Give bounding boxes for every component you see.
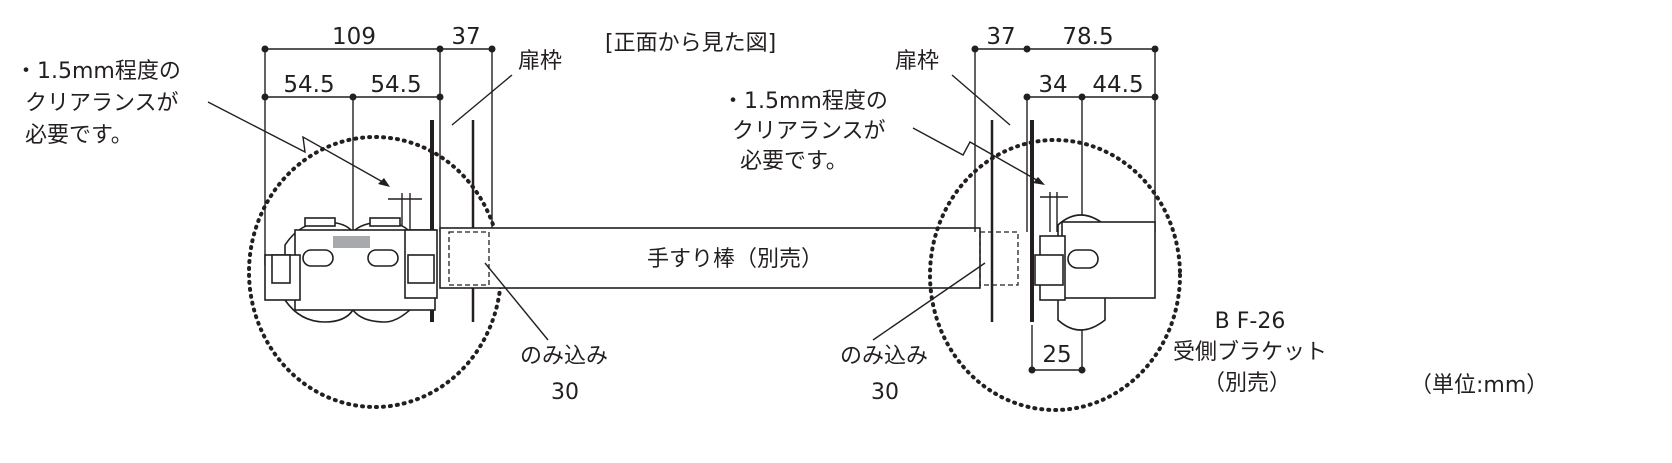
svg-text:30: 30 — [551, 380, 579, 405]
svg-text:クリアランスが: クリアランスが — [25, 91, 179, 116]
dim-109: 109 — [332, 24, 376, 50]
dim-37-left: 37 — [451, 24, 480, 50]
dim-37-right: 37 — [986, 24, 1015, 50]
svg-text:30: 30 — [871, 380, 899, 405]
dim-78-5: 78.5 — [1062, 24, 1113, 50]
dim-25: 25 — [1042, 342, 1071, 368]
right-detail-circle — [928, 138, 1182, 412]
right-bracket — [1034, 214, 1156, 331]
svg-text:B F-26: B F-26 — [1215, 309, 1286, 334]
dim-34: 34 — [1038, 72, 1067, 98]
dim-54-5-a: 54.5 — [283, 72, 334, 98]
left-insertion: のみ込み 30 — [484, 262, 608, 405]
bracket-model-label: B F-26 受側ブラケット （別売） — [1173, 309, 1327, 396]
svg-text:・1.5mm程度の: ・1.5mm程度の — [15, 59, 181, 84]
svg-text:受側ブラケット: 受側ブラケット — [1173, 340, 1327, 365]
svg-text:・1.5mm程度の: ・1.5mm程度の — [722, 89, 888, 114]
handrail-bar: 手すり棒（別売） — [439, 227, 1019, 289]
left-frame-label: 扉枠 — [518, 49, 562, 74]
svg-text:のみ込み: のみ込み — [520, 344, 608, 369]
diagram-title: [正面から見た図] — [605, 31, 776, 56]
right-door-frame: 扉枠 — [895, 49, 1034, 322]
rail-label: 手すり棒（別売） — [647, 247, 823, 272]
left-bracket — [264, 217, 438, 323]
unit-label: （単位:mm） — [1410, 373, 1548, 398]
svg-text:（別売）: （別売） — [1203, 371, 1291, 396]
svg-text:必要です。: 必要です。 — [25, 123, 133, 148]
dim-54-5-b: 54.5 — [370, 72, 421, 98]
right-dimensions: 37 78.5 34 44.5 25 — [971, 24, 1159, 374]
left-clearance-note: ・1.5mm程度の クリアランスが 必要です。 — [15, 59, 422, 232]
dim-44-5: 44.5 — [1092, 72, 1143, 98]
svg-text:のみ込み: のみ込み — [840, 344, 928, 369]
right-insertion: のみ込み 30 — [840, 262, 986, 405]
svg-text:必要です。: 必要です。 — [740, 149, 848, 174]
svg-text:クリアランスが: クリアランスが — [732, 119, 886, 144]
right-clearance-note: ・1.5mm程度の クリアランスが 必要です。 — [722, 89, 1068, 232]
right-frame-label: 扉枠 — [895, 49, 939, 74]
